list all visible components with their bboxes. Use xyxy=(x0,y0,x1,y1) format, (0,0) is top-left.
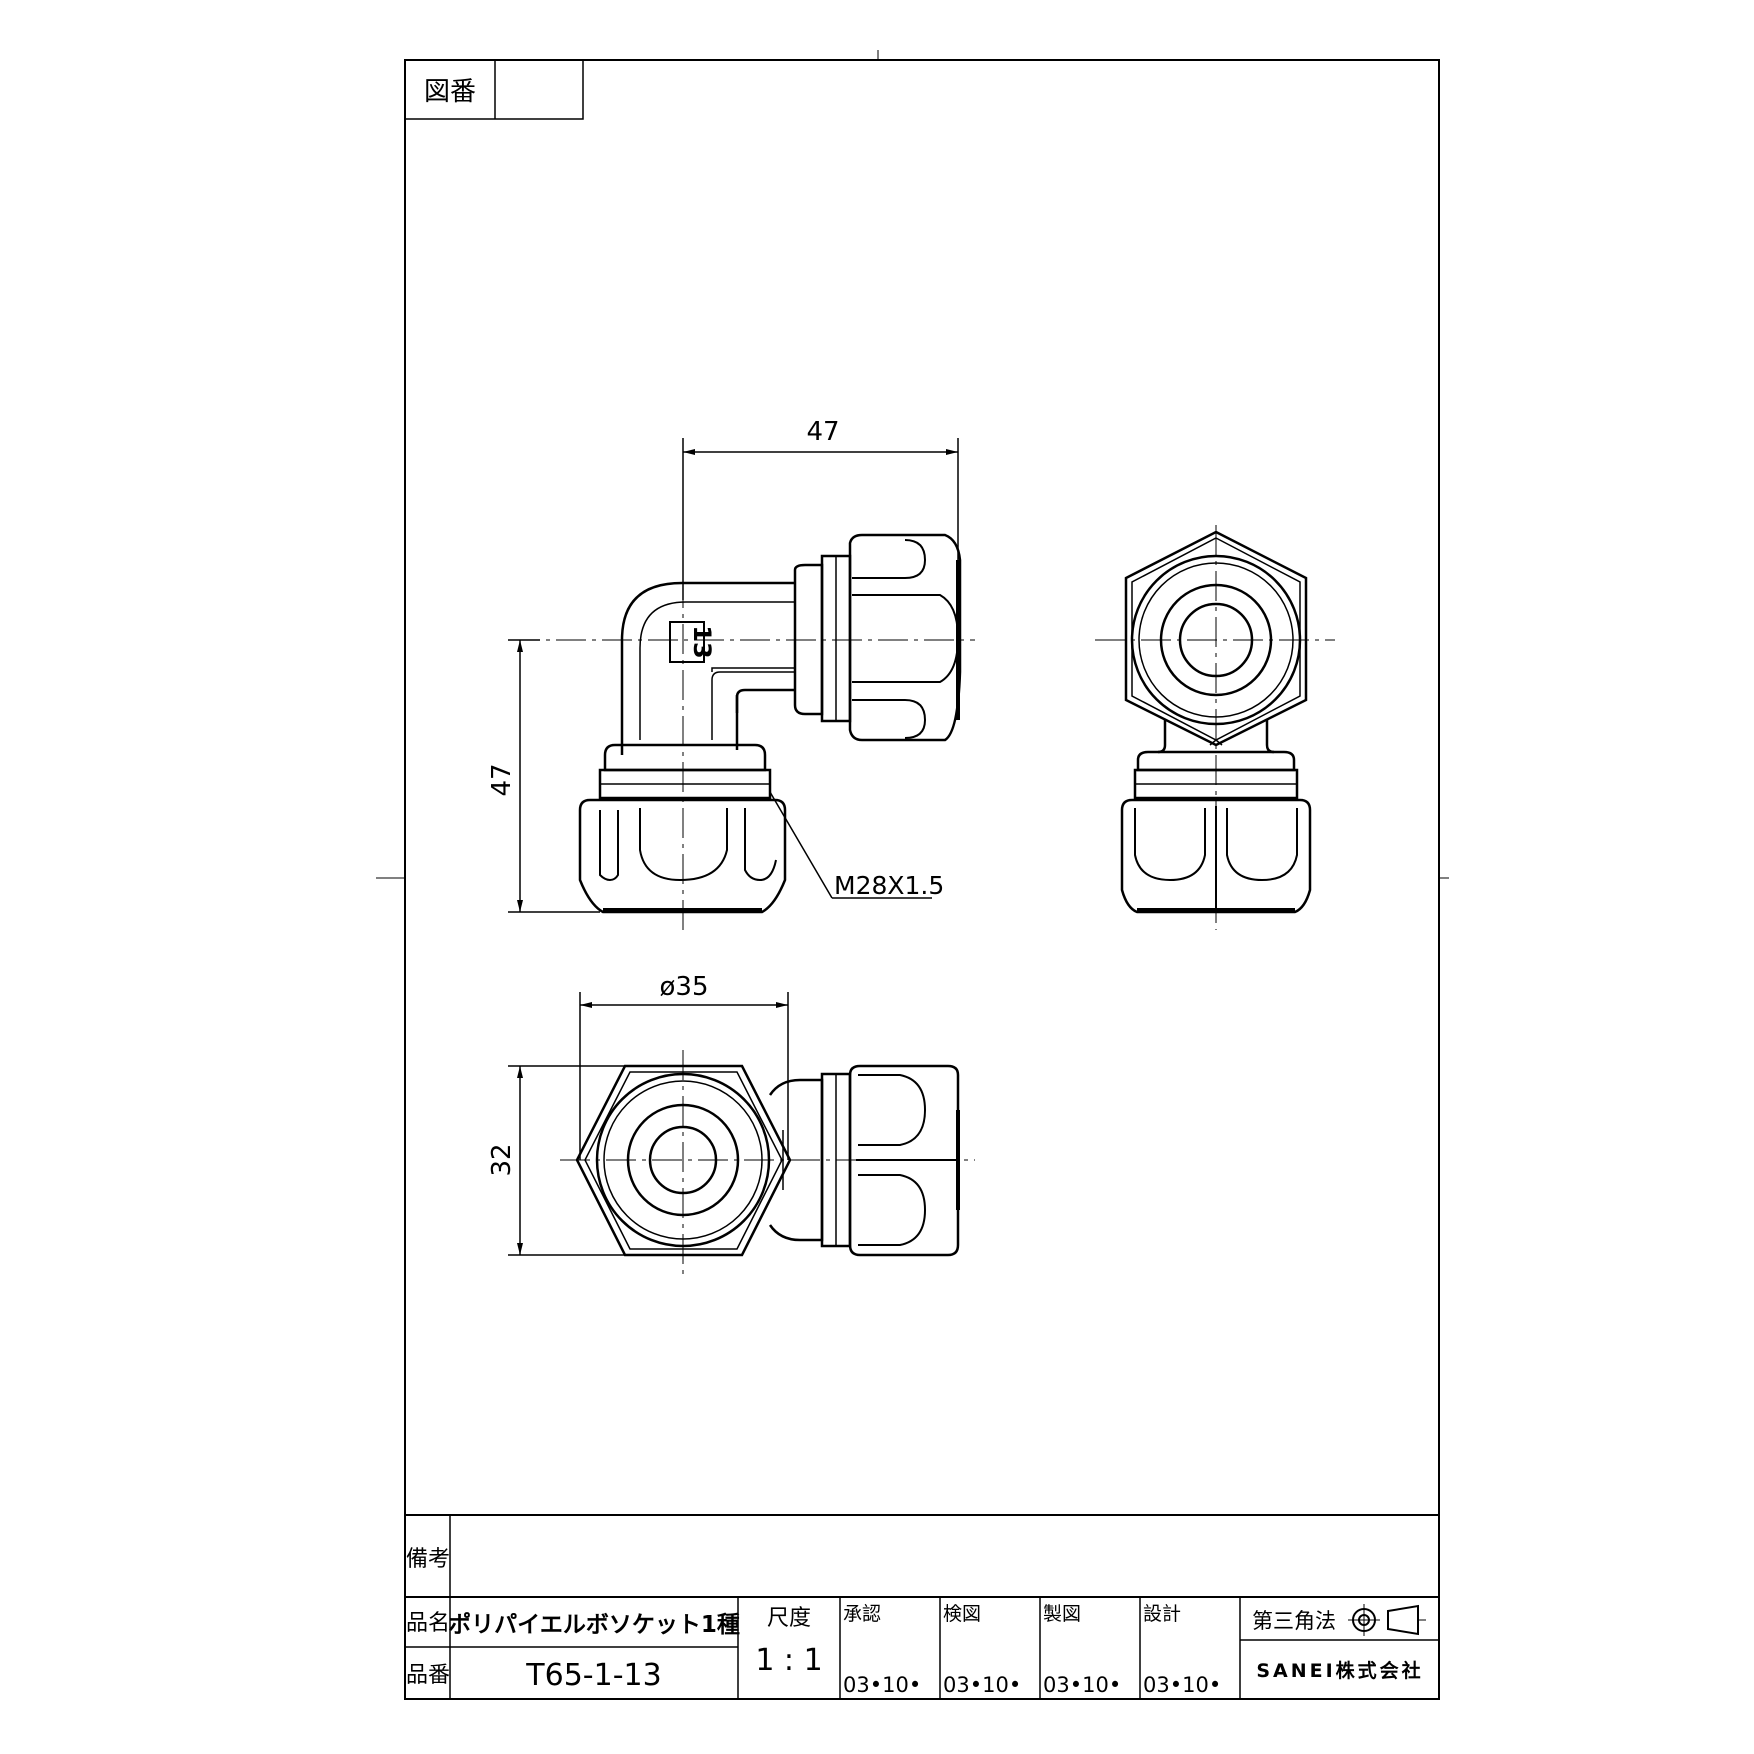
approval-label-2: 検図 xyxy=(943,1603,981,1625)
approval-date-3: 03•10• xyxy=(1043,1673,1121,1697)
front-view-centerlines xyxy=(510,440,975,930)
dim-diameter xyxy=(579,992,789,1160)
part-mark-text: 13 xyxy=(688,625,716,658)
dim-front-height xyxy=(508,639,600,913)
approval-label-3: 製図 xyxy=(1043,1603,1081,1625)
drawing-number-box: 図番 xyxy=(404,59,584,120)
dim-bottom-height xyxy=(508,1065,625,1256)
product-name-value: ポリパイエルボソケット1種 xyxy=(448,1611,740,1638)
bottom-view-centerlines xyxy=(560,1050,975,1275)
approval-label-1: 承認 xyxy=(843,1603,881,1625)
thread-callout: M28X1.5 xyxy=(834,871,944,900)
remarks-label: 備考 xyxy=(406,1547,450,1572)
projection-symbol-icon xyxy=(1348,1604,1426,1636)
thread-leader xyxy=(769,791,932,899)
dim-front-width xyxy=(682,438,959,600)
approval-date-1: 03•10• xyxy=(843,1673,921,1697)
center-marks xyxy=(376,50,1449,879)
dim-bottom-height-text: 32 xyxy=(487,1143,517,1176)
side-view-centerlines xyxy=(1095,525,1335,930)
product-name-label: 品名 xyxy=(406,1611,450,1636)
approval-date-4: 03•10• xyxy=(1143,1673,1221,1697)
projection-label: 第三角法 xyxy=(1252,1609,1336,1633)
company-name: SANEI株式会社 xyxy=(1256,1659,1423,1682)
drawing-number-label: 図番 xyxy=(424,77,476,107)
front-view xyxy=(578,533,962,914)
dim-front-height-text: 47 xyxy=(487,763,517,796)
dim-diameter-text: ø35 xyxy=(660,972,709,1002)
scale-label: 尺度 xyxy=(767,1606,811,1631)
part-mark: 13 xyxy=(669,621,716,663)
dim-front-width-text: 47 xyxy=(806,417,839,447)
sheet-border xyxy=(404,59,1440,1700)
approval-label-4: 設計 xyxy=(1143,1603,1181,1625)
title-block xyxy=(405,1514,1439,1699)
product-no-label: 品番 xyxy=(406,1663,450,1688)
product-no-value: T65-1-13 xyxy=(525,1658,661,1693)
approval-date-2: 03•10• xyxy=(943,1673,1021,1697)
scale-value: 1 : 1 xyxy=(755,1643,822,1678)
